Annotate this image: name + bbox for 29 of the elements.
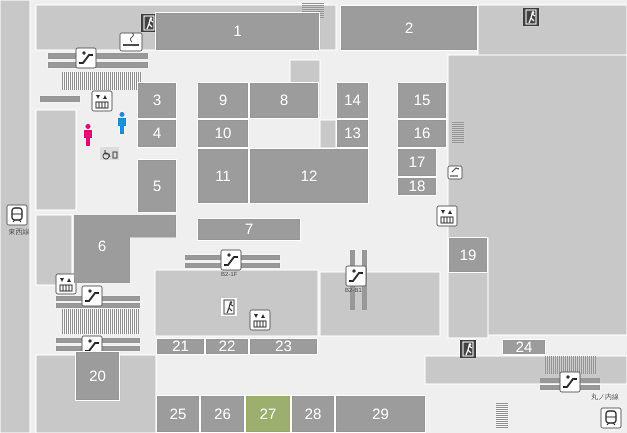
store-box: 3 — [137, 82, 177, 119]
store-box: 22 — [205, 338, 249, 355]
store-box: 2 — [340, 5, 478, 51]
store-box: 16 — [397, 119, 447, 148]
store-box: 27 — [245, 395, 291, 433]
store-box: 13 — [336, 119, 369, 148]
store-box: 14 — [336, 82, 369, 119]
store-box: 8 — [249, 82, 319, 119]
store-box: 28 — [291, 395, 335, 433]
store-box: 26 — [200, 395, 245, 433]
store-box: 21 — [156, 338, 205, 355]
store-box: 12 — [249, 148, 369, 204]
store-box: 11 — [197, 148, 249, 204]
store-box: 19 — [448, 237, 488, 273]
store-box: 17 — [397, 148, 437, 177]
store-box: 25 — [156, 395, 200, 433]
store-box: 24 — [502, 339, 546, 355]
store-box: 9 — [197, 82, 249, 119]
store-box: 5 — [137, 159, 177, 213]
store-box: 4 — [137, 119, 177, 148]
store-box: 23 — [249, 338, 318, 355]
store-box: 7 — [197, 218, 301, 241]
store-box: 1 — [155, 12, 320, 51]
store-box: 10 — [197, 119, 249, 148]
store-box: 29 — [335, 395, 426, 433]
store-box: 18 — [397, 177, 437, 196]
store-box: 6 — [74, 215, 176, 283]
store-box: 20 — [75, 351, 120, 401]
store-box: 15 — [397, 82, 447, 119]
